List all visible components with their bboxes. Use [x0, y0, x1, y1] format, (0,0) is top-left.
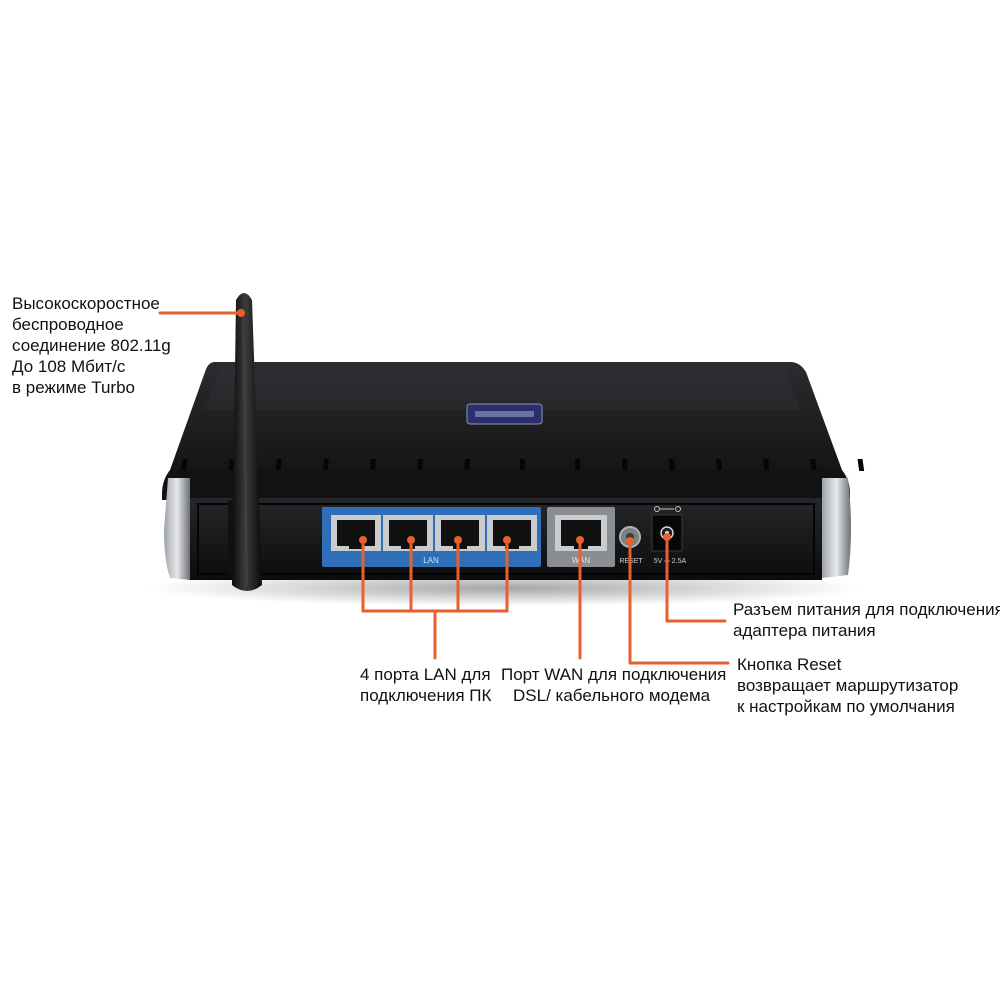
lan-port-4 — [487, 515, 537, 551]
callout-lan-line-1: 4 порта LAN для — [360, 665, 491, 684]
antenna — [232, 293, 262, 591]
callout-reset-line-2: возвращает маршрутизатор — [737, 676, 959, 695]
callout-wireless-line-2: беспроводное — [12, 315, 124, 334]
power-label: 5V ⎓ 2.5A — [654, 558, 687, 565]
callout-wan-line-2: DSL/ кабельного модема — [513, 686, 711, 705]
callout-wan-line-1: Порт WAN для подключения — [501, 665, 727, 684]
callout-wireless-line-1: Высокоскоростное — [12, 294, 160, 313]
callout-wireless-line-5: в режиме Turbo — [12, 378, 135, 397]
callout-power: Разъем питания для подключения адаптера … — [733, 599, 1000, 641]
right-side-trim — [822, 478, 851, 578]
callout-reset-line-1: Кнопка Reset — [737, 655, 842, 674]
callout-reset-line-3: к настройкам по умолчания — [737, 697, 955, 716]
callout-lan-line-2: подключения ПК — [360, 686, 492, 705]
callout-wireless: Высокоскоростное беспроводное соединение… — [12, 293, 171, 398]
callout-power-line-1: Разъем питания для подключения — [733, 600, 1000, 619]
antenna-highlight — [242, 309, 248, 586]
callout-wan-port: Порт WAN для подключения DSL/ кабельного… — [501, 664, 726, 706]
left-side-trim — [164, 478, 190, 580]
router-bezel — [162, 470, 850, 500]
brand-badge-mark — [475, 411, 534, 417]
callout-wireless-line-3: соединение 802.11g — [12, 336, 171, 355]
callout-wireless-line-4: До 108 Мбит/с — [12, 357, 126, 376]
polarity-symbol — [654, 506, 681, 512]
top-highlight — [205, 368, 800, 410]
callout-reset: Кнопка Reset возвращает маршрутизатор к … — [737, 654, 958, 717]
lan-port-3 — [435, 515, 485, 551]
vent-slots — [180, 459, 865, 471]
callout-power-line-2: адаптера питания — [733, 621, 876, 640]
lan-ports — [331, 515, 537, 551]
callout-lan-ports: 4 порта LAN для подключения ПК — [360, 664, 491, 706]
lan-port-1 — [331, 515, 381, 551]
callout-lines — [158, 309, 730, 665]
lan-panel-label: LAN — [423, 556, 439, 565]
lan-port-2 — [383, 515, 433, 551]
